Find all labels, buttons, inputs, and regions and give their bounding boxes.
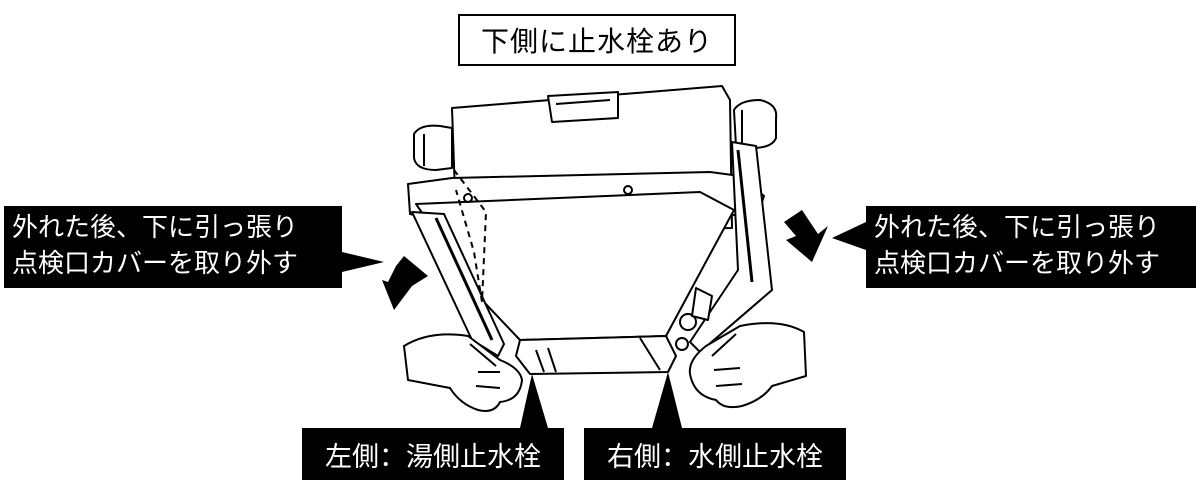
- callout-right: 外れた後、下に引っ張り 点検口カバーを取り外す: [866, 206, 1196, 288]
- right-knob: [733, 99, 778, 149]
- callout-left-line2: 点検口カバーを取り外す: [12, 249, 299, 279]
- pointer-wedge-icon: [652, 372, 682, 428]
- top-note-box: 下側に止水栓あり: [458, 14, 736, 66]
- left-cover-panel: [411, 211, 505, 357]
- cold-water-valve-label: 右側：水側止水栓: [584, 428, 846, 480]
- left-knob: [413, 124, 453, 171]
- housing-handle: [547, 91, 619, 123]
- callout-right-line2: 点検口カバーを取り外す: [874, 249, 1161, 279]
- pointer-wedge-icon: [520, 374, 548, 428]
- pointer-wedge-icon: [342, 252, 384, 272]
- callout-right-line1: 外れた後、下に引っ張り: [874, 213, 1161, 243]
- valve-circle: [679, 313, 697, 331]
- lower-unit: [515, 335, 677, 375]
- arrow-down-right-icon: [784, 210, 828, 262]
- pointer-wedge-icon: [832, 222, 866, 250]
- inspection-opening: [415, 191, 735, 341]
- hot-water-valve-label: 左側：湯側止水栓: [302, 428, 564, 480]
- arrow-down-left-icon: [382, 256, 428, 310]
- left-hand: [403, 333, 523, 412]
- callout-left-line1: 外れた後、下に引っ張り: [12, 213, 299, 243]
- dashed-guide: [453, 169, 487, 303]
- callout-left: 外れた後、下に引っ張り 点検口カバーを取り外す: [4, 206, 342, 288]
